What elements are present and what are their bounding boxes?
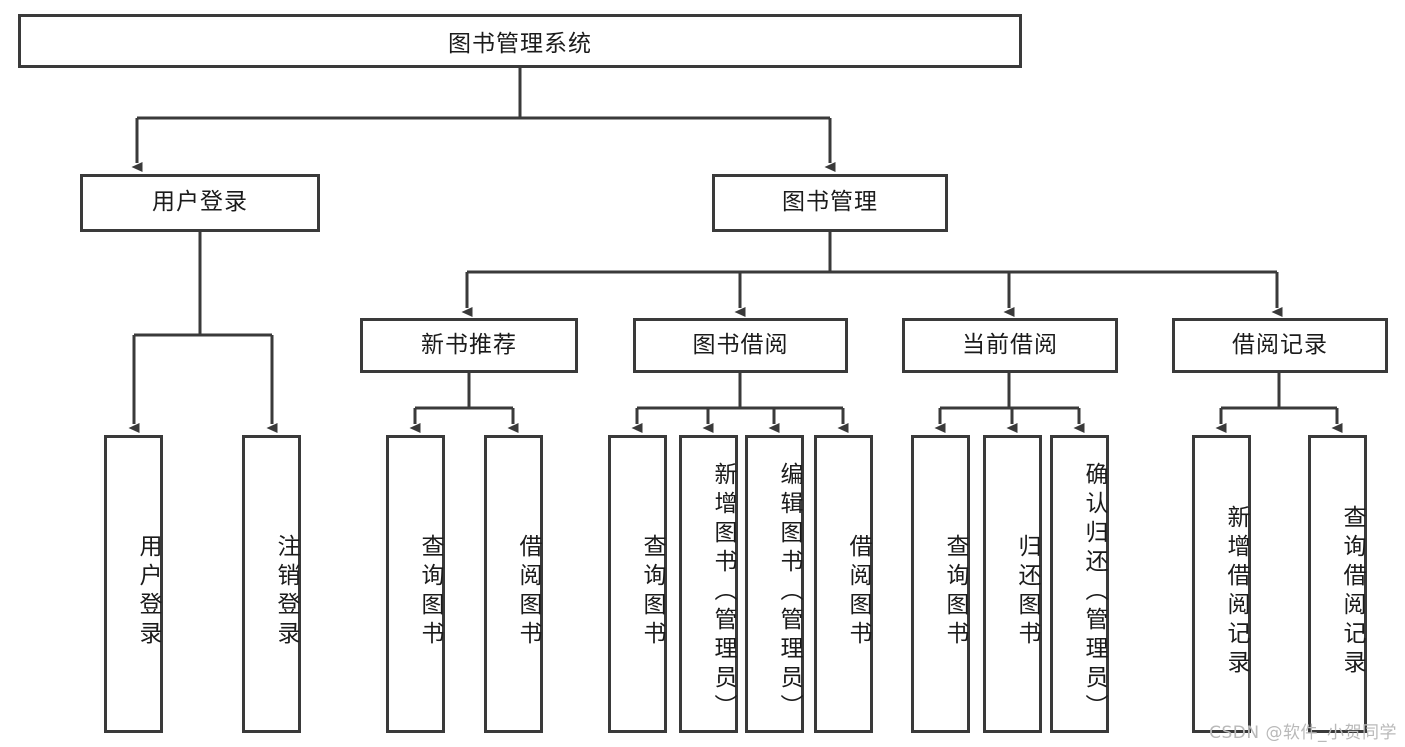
node-leaf-add-book[interactable]: 新增图书（管理员）: [679, 435, 738, 733]
node-book-manage-label: 图书管理: [782, 189, 878, 216]
node-leaf-query-record[interactable]: 查询借阅记录: [1308, 435, 1367, 733]
node-leaf-return-book[interactable]: 归还图书: [983, 435, 1042, 733]
node-leaf-edit-book-label: 编辑图书（管理员）: [776, 461, 802, 723]
node-leaf-user-logout-label: 注销登录: [273, 534, 299, 650]
node-leaf-add-record[interactable]: 新增借阅记录: [1192, 435, 1251, 733]
node-current-borrow-label: 当前借阅: [962, 331, 1058, 358]
node-leaf-user-login-label: 用户登录: [135, 534, 161, 650]
node-borrow-record-label: 借阅记录: [1232, 331, 1328, 358]
node-leaf-add-record-label: 新增借阅记录: [1223, 505, 1249, 679]
node-leaf-borrow-book-rec[interactable]: 借阅图书: [484, 435, 543, 733]
watermark: CSDN @软件_小贺同学: [1209, 723, 1397, 743]
node-leaf-edit-book[interactable]: 编辑图书（管理员）: [745, 435, 804, 733]
node-leaf-borrow-book[interactable]: 借阅图书: [814, 435, 873, 733]
node-user-login[interactable]: 用户登录: [80, 174, 320, 232]
node-leaf-query-book-rec-label: 查询图书: [417, 534, 443, 650]
node-new-book-rec-label: 新书推荐: [421, 331, 517, 358]
node-root[interactable]: 图书管理系统: [18, 14, 1022, 68]
node-root-label: 图书管理系统: [448, 31, 592, 57]
node-book-borrow[interactable]: 图书借阅: [633, 318, 848, 373]
node-current-borrow[interactable]: 当前借阅: [902, 318, 1118, 373]
node-book-manage[interactable]: 图书管理: [712, 174, 948, 232]
node-leaf-query-book-rec[interactable]: 查询图书: [386, 435, 445, 733]
node-leaf-query-record-label: 查询借阅记录: [1339, 505, 1365, 679]
node-leaf-return-book-label: 归还图书: [1014, 534, 1040, 650]
node-leaf-query-book[interactable]: 查询图书: [608, 435, 667, 733]
node-new-book-rec[interactable]: 新书推荐: [360, 318, 578, 373]
node-leaf-confirm-return-label: 确认归还（管理员）: [1081, 461, 1107, 723]
node-leaf-query-book-label: 查询图书: [639, 534, 665, 650]
node-leaf-borrow-book-rec-label: 借阅图书: [515, 534, 541, 650]
node-user-login-label: 用户登录: [152, 189, 248, 216]
node-leaf-borrow-book-label: 借阅图书: [845, 534, 871, 650]
node-borrow-record[interactable]: 借阅记录: [1172, 318, 1388, 373]
node-leaf-add-book-label: 新增图书（管理员）: [710, 461, 736, 723]
node-leaf-user-login[interactable]: 用户登录: [104, 435, 163, 733]
node-leaf-query-book-cur-label: 查询图书: [942, 534, 968, 650]
node-leaf-query-book-cur[interactable]: 查询图书: [911, 435, 970, 733]
node-leaf-user-logout[interactable]: 注销登录: [242, 435, 301, 733]
node-leaf-confirm-return[interactable]: 确认归还（管理员）: [1050, 435, 1109, 733]
node-book-borrow-label: 图书借阅: [692, 331, 789, 358]
